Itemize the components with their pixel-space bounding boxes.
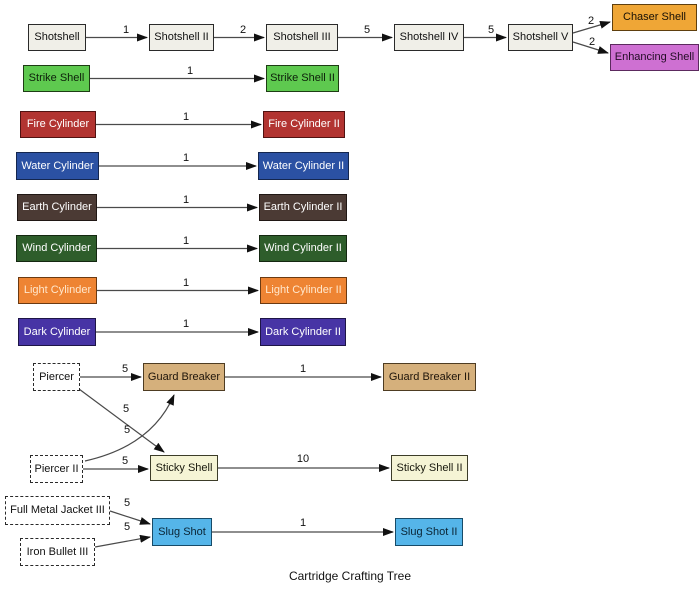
edge-label-piercer-guard: 5 (122, 363, 128, 375)
node-slug: Slug Shot (152, 518, 212, 546)
node-earth: Earth Cylinder (17, 194, 97, 221)
node-shotshell3: Shotshell III (266, 24, 338, 51)
node-sticky2: Sticky Shell II (391, 455, 468, 481)
edge-label-strike-strike2: 1 (187, 65, 193, 77)
node-chaser: Chaser Shell (612, 4, 697, 31)
node-earth2: Earth Cylinder II (259, 194, 347, 221)
edge-label-fmj-slug: 5 (124, 497, 130, 509)
edge-label-dark-dark2: 1 (183, 318, 189, 330)
node-water: Water Cylinder (16, 152, 99, 180)
edge-shotshell5-enhancing (572, 41, 609, 54)
node-light2: Light Cylinder II (260, 277, 347, 304)
edge-label-shotshell5-chaser: 2 (588, 15, 594, 27)
node-guard: Guard Breaker (143, 363, 225, 391)
node-wind: Wind Cylinder (16, 235, 97, 262)
edge-label-earth-earth2: 1 (183, 194, 189, 206)
edge-label-light-light2: 1 (183, 277, 189, 289)
edge-label-fire-fire2: 1 (183, 111, 189, 123)
node-dark2: Dark Cylinder II (260, 318, 346, 346)
node-fire2: Fire Cylinder II (263, 111, 345, 138)
node-water2: Water Cylinder II (258, 152, 349, 180)
node-slug2: Slug Shot II (395, 518, 463, 546)
edge-label-shotshell2-shotshell3: 2 (240, 24, 246, 36)
edge-piercer2-guard (84, 394, 175, 462)
node-piercer2: Piercer II (30, 455, 83, 483)
edge-label-water-water2: 1 (183, 152, 189, 164)
edge-label-sticky-sticky2: 10 (297, 453, 309, 465)
node-fmj: Full Metal Jacket III (5, 496, 110, 525)
edge-label-slug-slug2: 1 (300, 517, 306, 529)
node-enhancing: Enhancing Shell (610, 44, 699, 71)
edge-label-shotshell3-shotshell4: 5 (364, 24, 370, 36)
node-sticky: Sticky Shell (150, 455, 218, 481)
node-iron: Iron Bullet III (20, 538, 95, 566)
node-guard2: Guard Breaker II (383, 363, 476, 391)
edge-label-shotshell-shotshell2: 1 (123, 24, 129, 36)
node-piercer: Piercer (33, 363, 80, 391)
edge-label-iron-slug: 5 (124, 521, 130, 533)
node-fire: Fire Cylinder (20, 111, 96, 138)
edge-shotshell5-chaser (572, 21, 611, 34)
edge-label-piercer-sticky: 5 (123, 403, 129, 415)
node-light: Light Cylinder (18, 277, 97, 304)
node-shotshell4: Shotshell IV (394, 24, 464, 51)
edge-label-guard-guard2: 1 (300, 363, 306, 375)
node-dark: Dark Cylinder (18, 318, 96, 346)
node-strike2: Strike Shell II (266, 65, 339, 92)
edge-label-shotshell4-shotshell5: 5 (488, 24, 494, 36)
node-strike: Strike Shell (23, 65, 90, 92)
edge-fmj-slug (109, 510, 151, 525)
edge-label-wind-wind2: 1 (183, 235, 189, 247)
node-shotshell: Shotshell (28, 24, 86, 51)
edge-label-piercer2-guard: 5 (124, 424, 130, 436)
diagram-caption: Cartridge Crafting Tree (288, 569, 412, 583)
node-shotshell2: Shotshell II (149, 24, 214, 51)
edge-piercer-sticky (78, 388, 165, 453)
edge-label-shotshell5-enhancing: 2 (589, 36, 595, 48)
node-shotshell5: Shotshell V (508, 24, 573, 51)
edge-label-piercer2-sticky: 5 (122, 455, 128, 467)
node-wind2: Wind Cylinder II (259, 235, 347, 262)
edge-iron-slug (94, 534, 151, 548)
